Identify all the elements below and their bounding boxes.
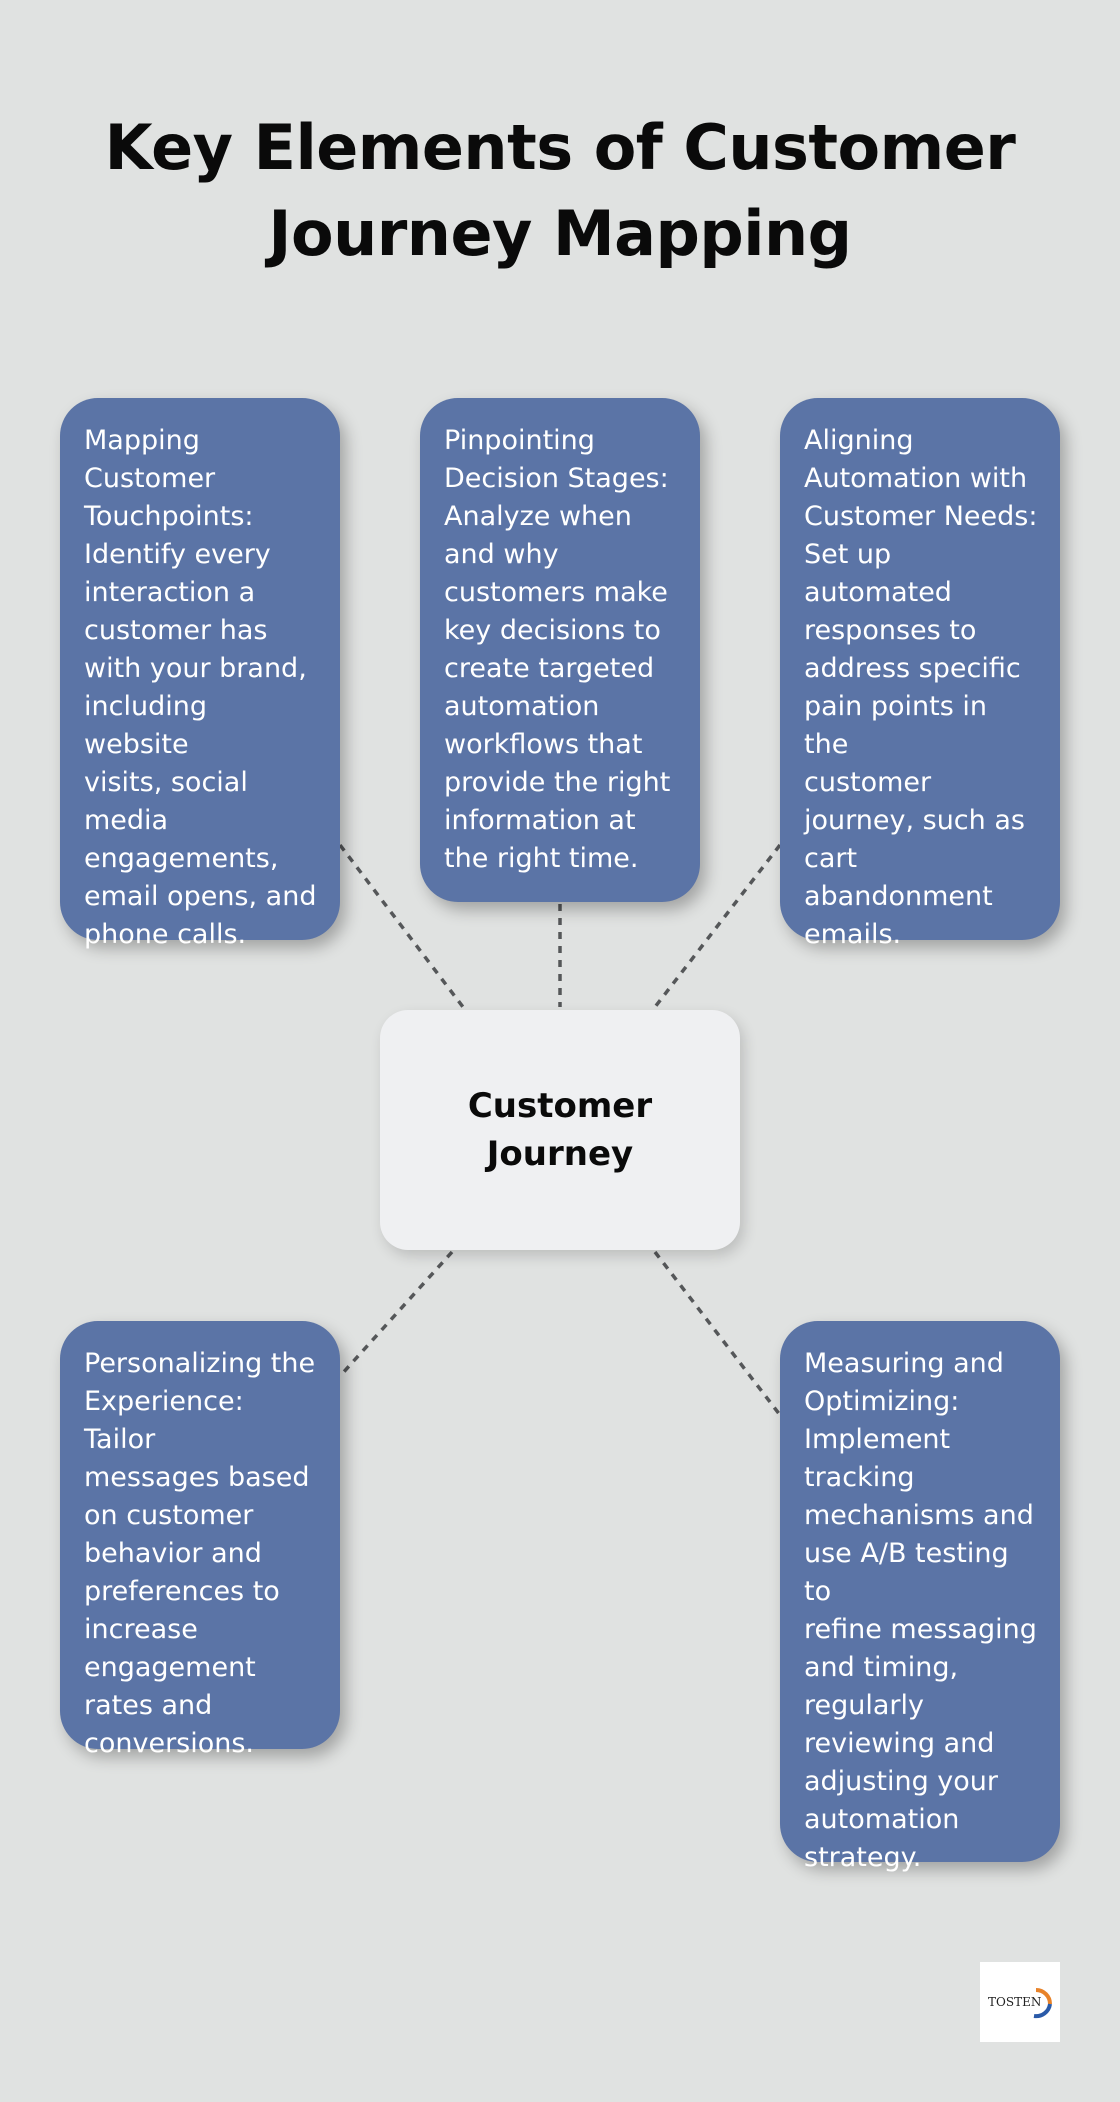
center-label: Customer Journey: [467, 1086, 653, 1174]
card-text: Mapping Customer Touchpoints: Identify e…: [84, 425, 317, 950]
card-text: Personalizing the Experience: Tailor mes…: [84, 1348, 316, 1759]
tosten-logo: TOSTEN: [980, 1962, 1060, 2042]
connector-to-card-3: [653, 843, 782, 1009]
card-text: Pinpointing Decision Stages: Analyze whe…: [444, 425, 671, 874]
title-line-2: Journey Mapping: [268, 197, 852, 270]
logo-ring-orange: [1035, 1988, 1052, 2005]
connector-to-card-1: [338, 843, 465, 1009]
logo-text: TOSTEN: [988, 1995, 1041, 2009]
title-line-1: Key Elements of Customer: [104, 111, 1016, 184]
card-measuring: Measuring and Optimizing: Implement trac…: [780, 1321, 1060, 1873]
connector-to-card-4: [339, 1250, 454, 1377]
diagram-title: Key Elements of Customer Journey Mapping: [0, 105, 1120, 277]
card-text: Measuring and Optimizing: Implement trac…: [804, 1348, 1037, 1873]
logo-ring-blue: [1033, 2003, 1052, 2019]
card-personalizing: Personalizing the Experience: Tailor mes…: [60, 1321, 340, 1759]
card-aligning-automation: Aligning Automation with Customer Needs:…: [780, 398, 1060, 950]
card-text: Aligning Automation with Customer Needs:…: [804, 425, 1038, 950]
card-decision-stages: Pinpointing Decision Stages: Analyze whe…: [420, 398, 700, 902]
logo-mark-icon: TOSTEN: [988, 1988, 1052, 2019]
connector-to-card-5: [653, 1250, 782, 1417]
card-mapping-touchpoints: Mapping Customer Touchpoints: Identify e…: [60, 398, 340, 950]
center-node: Customer Journey: [380, 1010, 740, 1250]
